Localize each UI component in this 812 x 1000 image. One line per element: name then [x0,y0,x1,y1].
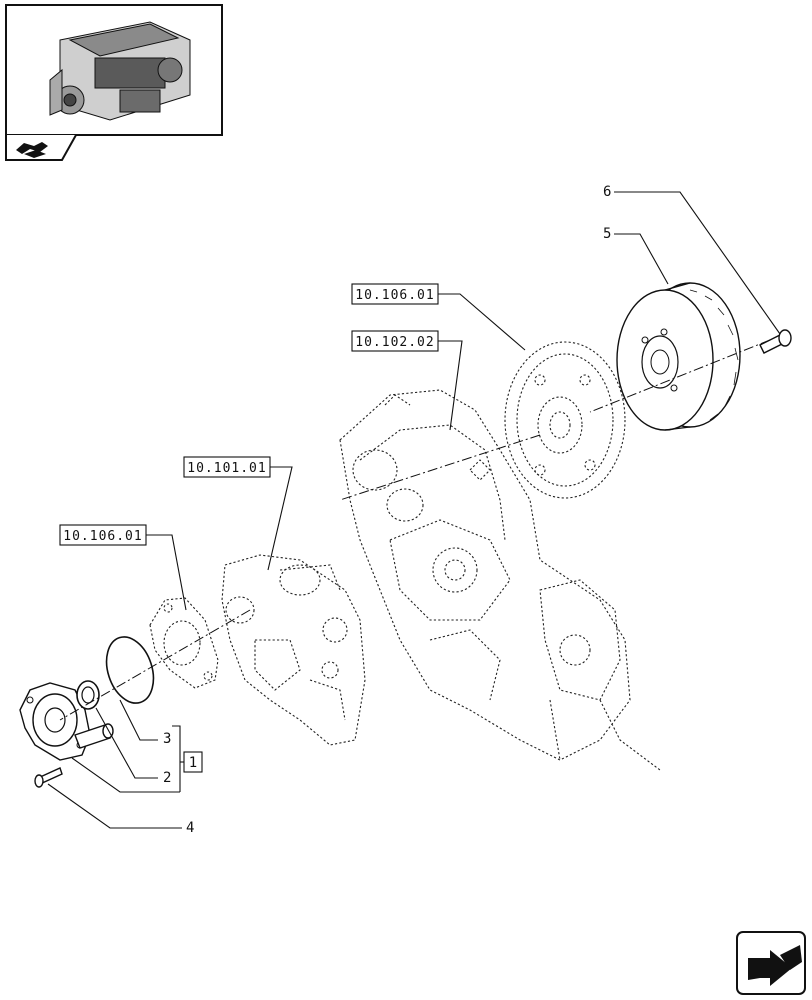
bolt-part-6[interactable] [759,329,792,354]
ref-leaders [146,293,526,611]
engine-block-ghost [339,389,661,771]
ref-box-10-102-02[interactable]: 10.102.02 [351,330,439,352]
gasket-ring-part-3[interactable] [99,631,162,709]
front-housing-ghost [221,554,366,746]
seal-ring-part-2[interactable] [76,680,100,710]
callout-6[interactable]: 6 [603,184,781,335]
ref-label: 10.102.02 [355,335,434,350]
gasket-plate-ghost [149,597,219,689]
callout-number: 1 [189,755,197,771]
screw-part-4[interactable] [34,767,63,788]
section-symbol-icon [16,142,48,158]
water-pump-part-1[interactable] [19,682,114,761]
ref-label: 10.101.01 [187,461,266,476]
ref-box-10-106-01-left[interactable]: 10.106.01 [59,524,147,546]
callout-number: 3 [163,731,171,747]
assembly-axis-lines [59,339,771,721]
ref-box-10-101-01[interactable]: 10.101.01 [183,456,271,478]
callout-4[interactable]: 4 [47,783,194,836]
callout-number: 6 [603,184,611,200]
ref-box-10-106-01-top[interactable]: 10.106.01 [351,283,439,305]
callout-number: 4 [186,820,194,836]
callout-number: 2 [163,770,171,786]
callout-5[interactable]: 5 [603,226,669,285]
ref-label: 10.106.01 [355,288,434,303]
callout-number: 5 [603,226,611,242]
callout-3[interactable]: 3 [119,699,181,792]
next-page-arrow-icon[interactable] [736,931,806,995]
camshaft-gear-ghost [504,341,626,499]
callout-1[interactable]: 1 [71,751,203,793]
ref-label: 10.106.01 [63,529,142,544]
callout-2[interactable]: 2 [95,707,171,786]
pulley-part-5[interactable] [616,282,741,431]
engine-thumbnail-icon[interactable] [5,4,223,161]
